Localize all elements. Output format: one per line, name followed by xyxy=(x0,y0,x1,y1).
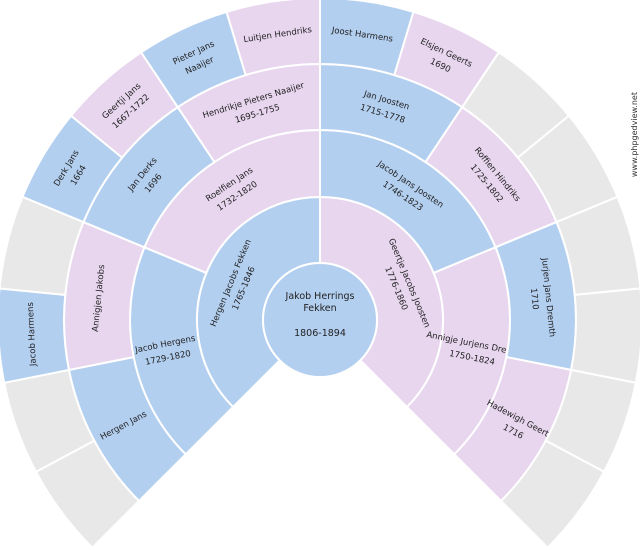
ancestor-g4-15 xyxy=(499,439,606,550)
root-person[interactable]: Jakob Herrings Fekken 1806-1894 xyxy=(262,262,378,378)
ancestor-g3-3[interactable]: Hendrikje Pieters Naaijer1695-1755 xyxy=(176,62,321,164)
ancestor-g3-5[interactable]: Roffien Hindriks1725-1802 xyxy=(424,105,558,249)
ancestor-g4-4[interactable]: Derk Jans1664 xyxy=(21,114,124,224)
ancestor-g4-7[interactable]: Luitjen Hendriks xyxy=(225,0,321,77)
root-name-line-1: Jakob Herrings xyxy=(285,291,355,302)
ancestor-label: Jacob Harmens xyxy=(26,301,39,367)
watermark: www.phpgedview.net xyxy=(630,92,639,178)
ancestor-name: Jacob Harmens xyxy=(26,301,39,367)
ancestor-g2-2[interactable]: Jacob Jans Joosten1746-1823 xyxy=(319,128,497,275)
ancestor-g4-13 xyxy=(569,287,640,384)
ancestor-g3-7[interactable]: Hadewigh Geerts1716 xyxy=(452,355,573,503)
ancestor-segment xyxy=(499,439,606,550)
root-circle xyxy=(262,262,378,378)
ancestor-dates: 1710 xyxy=(528,288,540,311)
ancestor-segment xyxy=(569,287,640,384)
root-dates: 1806-1894 xyxy=(294,328,346,339)
ancestor-g2-3[interactable]: Annigje Jurjens Dremth1750-1824 xyxy=(405,245,524,456)
ancestor-g4-5[interactable]: Geertji Jans1667-1722 xyxy=(69,50,180,160)
ancestor-g2-1[interactable]: Roelfien Jans1732-1820 xyxy=(143,128,321,275)
root-name-line-2: Fekken xyxy=(303,303,336,314)
ancestor-g4-2[interactable]: Jacob Harmens xyxy=(0,287,71,384)
